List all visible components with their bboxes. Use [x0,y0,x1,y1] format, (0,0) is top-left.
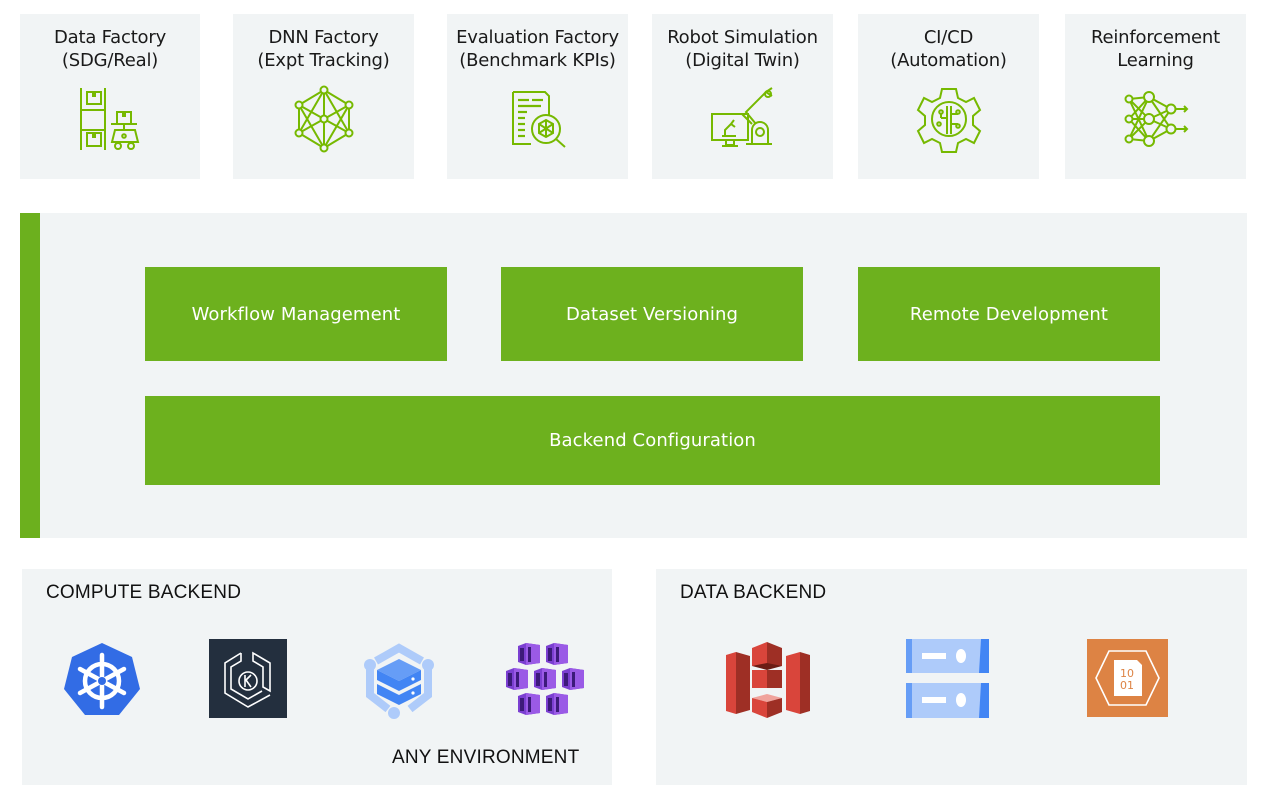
workflow-management-label: Workflow Management [191,303,401,325]
backend-configuration-label: Backend Configuration [549,430,756,451]
card-ci-cd: CI/CD (Automation) [858,14,1039,179]
card-title: Evaluation Factory (Benchmark KPIs) [456,27,619,71]
compute-backend-title: COMPUTE BACKEND [46,582,242,603]
robot-arm-monitor-icon [710,87,773,147]
platform-accent-bar [20,213,40,538]
remote-development-box: Remote Development [858,267,1160,361]
google-cloud-storage-icon [906,639,989,718]
card-title: Reinforcement Learning [1091,27,1220,71]
dataset-versioning-box: Dataset Versioning [501,267,803,361]
amazon-eks-icon [209,639,287,718]
data-backend-panel: DATA BACKEND 10 01 [656,569,1247,785]
card-data-factory: Data Factory (SDG/Real) [20,14,200,179]
svg-text:01: 01 [1120,679,1134,692]
amazon-s3-icon [726,642,810,718]
kubernetes-icon [64,643,140,715]
layered-network-icon [1124,91,1188,147]
azure-blob-storage-icon: 10 01 [1087,639,1168,717]
backend-configuration-box: Backend Configuration [145,396,1160,485]
gear-circuit-icon [916,88,981,153]
card-title: DNN Factory (Expt Tracking) [257,27,390,71]
svg-text:10: 10 [1120,667,1134,680]
document-search-icon [511,91,566,148]
card-title: Robot Simulation (Digital Twin) [667,27,818,71]
data-backend-title: DATA BACKEND [680,582,827,603]
platform-layer: Workflow Management Dataset Versioning R… [20,213,1247,538]
card-dnn-factory: DNN Factory (Expt Tracking) [233,14,414,179]
workflow-management-box: Workflow Management [145,267,447,361]
warehouse-robot-icon [80,88,140,150]
compute-backend-panel: COMPUTE BACKEND [22,569,612,785]
remote-development-label: Remote Development [909,303,1109,325]
card-robot-simulation: Robot Simulation (Digital Twin) [652,14,833,179]
azure-kubernetes-service-icon [506,643,584,715]
google-kubernetes-engine-icon [364,643,434,719]
card-evaluation-factory: Evaluation Factory (Benchmark KPIs) [447,14,628,179]
any-environment-label: ANY ENVIRONMENT [392,747,580,768]
card-reinforcement-learning: Reinforcement Learning [1065,14,1246,179]
neural-network-icon [294,85,353,153]
card-title: CI/CD (Automation) [890,27,1007,71]
card-title: Data Factory (SDG/Real) [53,27,167,71]
dataset-versioning-label: Dataset Versioning [565,303,739,325]
